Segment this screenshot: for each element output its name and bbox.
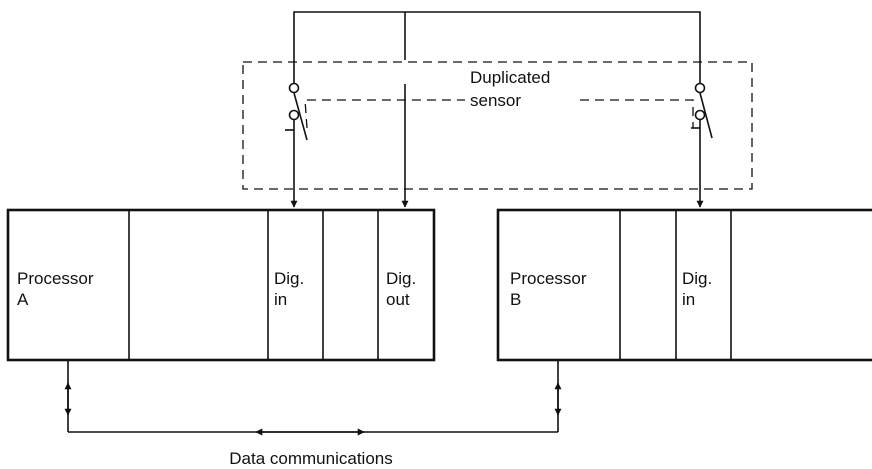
processor-b-label-line2: B: [510, 290, 521, 309]
processor-b-dig-in-label-line2: in: [682, 290, 695, 309]
sensor-enclosure: [242, 61, 753, 190]
sensor-wiring: [290, 11, 704, 208]
sensor-label-line2: sensor: [470, 91, 521, 110]
sensor-link: [304, 99, 465, 129]
data-comms-label: Data communications: [229, 449, 392, 468]
processor-b-dig-in-label: Dig.: [682, 269, 712, 288]
switch-contact-left: [285, 82, 308, 141]
processor-a-rack: [6, 208, 436, 362]
processor-a-dig-out-label-line2: out: [386, 290, 410, 309]
processor-a-dig-in-label: Dig.: [274, 269, 304, 288]
processor-a-label: Processor: [17, 269, 94, 288]
processor-b-label: Processor: [510, 269, 587, 288]
processor-b-rack: [496, 208, 872, 362]
processor-a-label-line2: A: [17, 290, 29, 309]
processor-a-dig-in-label-line2: in: [274, 290, 287, 309]
processor-a-dig-out-label: Dig.: [386, 269, 416, 288]
sensor-label: Duplicated: [470, 68, 550, 87]
switch-contact-right: [691, 82, 713, 139]
data-comms-bus: [64, 360, 562, 436]
